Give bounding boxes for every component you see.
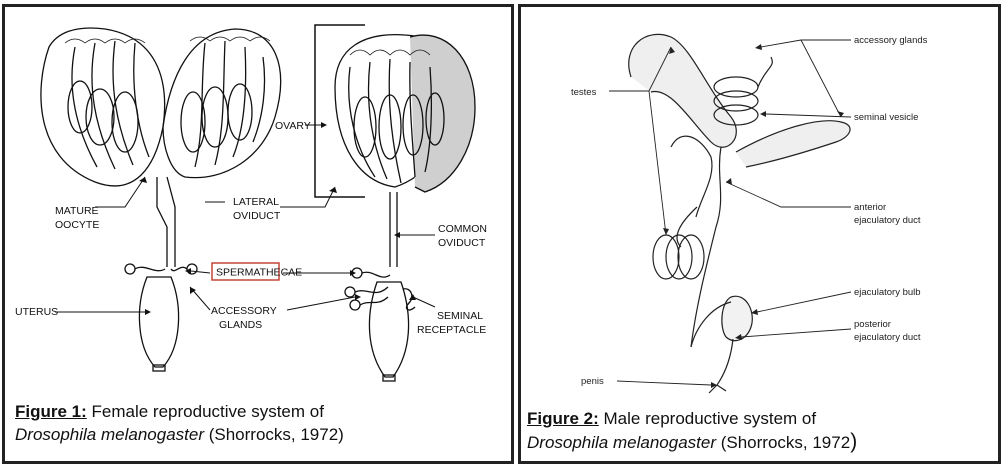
label-uterus: UTERUS: [15, 306, 58, 318]
left-uterus: [139, 277, 178, 367]
female-reproductive-diagram: OVARY LATERAL OVIDUCT MATURE OOCYTE COMM…: [5, 7, 511, 461]
label-anterior-ejac-1: anterior: [854, 202, 886, 213]
label-accessory-glands: accessory glands: [854, 35, 928, 46]
figure-1-caption-citation: (Shorrocks, 1972): [204, 425, 344, 444]
label-seminal-receptacle-1: SEMINAL: [437, 310, 483, 322]
label-posterior-ejac-2: ejaculatory duct: [854, 332, 921, 343]
label-testes: testes: [571, 87, 597, 98]
label-seminal-vesicle: seminal vesicle: [854, 112, 918, 123]
figure-2-caption-label: Figure 2:: [527, 409, 599, 428]
label-lateral-oviduct-1: LATERAL: [233, 196, 279, 208]
anterior-ejaculatory-duct: [691, 147, 721, 347]
male-reproductive-diagram: accessory glands testes seminal vesicle …: [521, 7, 998, 461]
figure-1-caption: Figure 1: Female reproductive system of …: [15, 400, 507, 446]
figure-2-caption: Figure 2: Male reproductive system of Dr…: [527, 407, 997, 454]
label-anterior-ejac-2: ejaculatory duct: [854, 215, 921, 226]
label-ejaculatory-bulb: ejaculatory bulb: [854, 287, 921, 298]
testis-coil-lower: [653, 235, 704, 279]
label-common-oviduct-2: OVIDUCT: [438, 237, 486, 249]
label-penis: penis: [581, 376, 604, 387]
label-common-oviduct-1: COMMON: [438, 223, 487, 235]
label-accessory-glands-2: GLANDS: [219, 319, 262, 331]
label-lateral-oviduct-2: OVIDUCT: [233, 210, 281, 222]
figure-1-caption-label: Figure 1:: [15, 402, 87, 421]
figure-2-caption-text: Male reproductive system of: [599, 409, 816, 428]
label-seminal-receptacle-2: RECEPTACLE: [417, 324, 486, 336]
posterior-ejaculatory-duct: [717, 339, 733, 385]
figure-1-panel: OVARY LATERAL OVIDUCT MATURE OOCYTE COMM…: [2, 4, 514, 464]
figure-2-panel: accessory glands testes seminal vesicle …: [518, 4, 1001, 464]
right-uterus: [369, 282, 408, 377]
label-accessory-glands-1: ACCESSORY: [211, 305, 277, 317]
label-mature-oocyte-2: OOCYTE: [55, 219, 99, 231]
left-ovary-outline: [41, 28, 165, 186]
label-ovary: OVARY: [275, 120, 311, 132]
figure-1-caption-species: Drosophila melanogaster: [15, 425, 204, 444]
figure-2-caption-citation: (Shorrocks, 1972: [716, 433, 850, 452]
figure-1-caption-text: Female reproductive system of: [87, 402, 324, 421]
accessory-gland-2: [736, 121, 850, 167]
label-spermathecae: SPERMATHECAE: [216, 267, 302, 279]
label-mature-oocyte-1: MATURE: [55, 205, 99, 217]
label-posterior-ejac-1: posterior: [854, 319, 891, 330]
figure-2-caption-close-paren: ): [850, 430, 857, 453]
figure-2-caption-species: Drosophila melanogaster: [527, 433, 716, 452]
